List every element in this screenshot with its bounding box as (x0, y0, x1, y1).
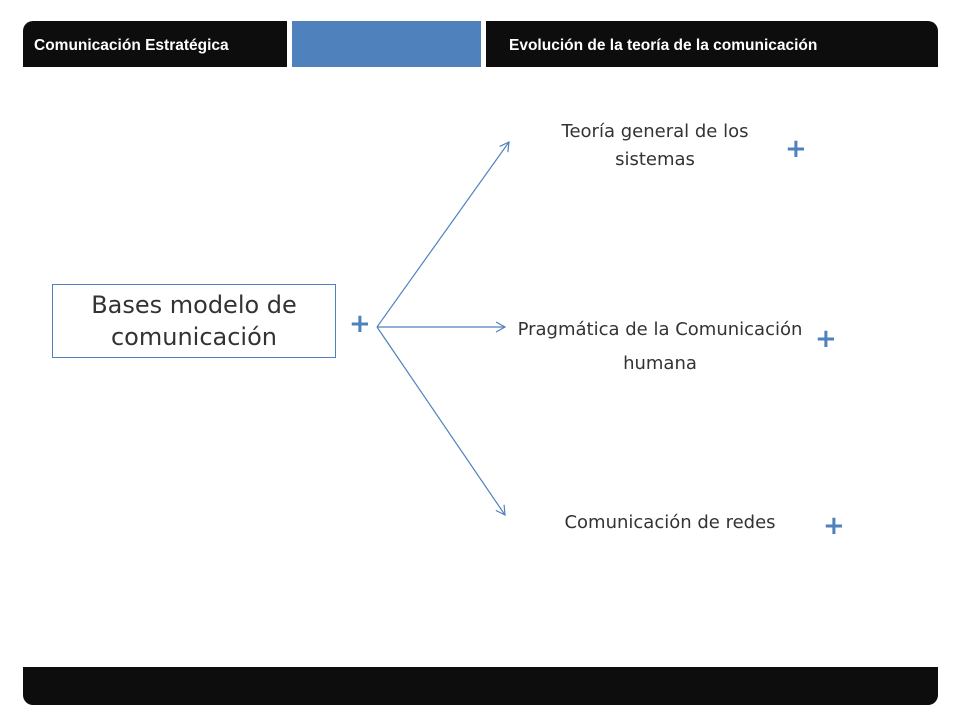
node-comunicacion-redes[interactable]: Comunicación de redes (564, 512, 776, 533)
node-teoria-sistemas[interactable]: Teoría general de los sistemas (561, 121, 749, 170)
header-accent-block (292, 21, 481, 67)
arrow-to-redes (376, 326, 506, 517)
expand-comunicacion-redes-icon[interactable]: + (823, 511, 845, 541)
root-node-label: Bases modelo de comunicación (91, 291, 297, 351)
node-pragmatica[interactable]: Pragmática de la Comunicación humana (517, 319, 803, 374)
arrow-to-sistemas (376, 140, 510, 328)
header-left-bar: Comunicación Estratégica (23, 21, 287, 67)
course-title: Comunicación Estratégica (34, 37, 229, 54)
expand-pragmatica-icon[interactable]: + (815, 324, 837, 354)
root-expand-icon[interactable]: + (349, 309, 371, 339)
slide-title: Evolución de la teoría de la comunicació… (509, 37, 818, 54)
header-right-bar: Evolución de la teoría de la comunicació… (486, 21, 938, 67)
root-node-box[interactable]: Bases modelo de comunicación (52, 284, 336, 358)
footer-bar (23, 667, 938, 705)
expand-teoria-sistemas-icon[interactable]: + (785, 134, 807, 164)
